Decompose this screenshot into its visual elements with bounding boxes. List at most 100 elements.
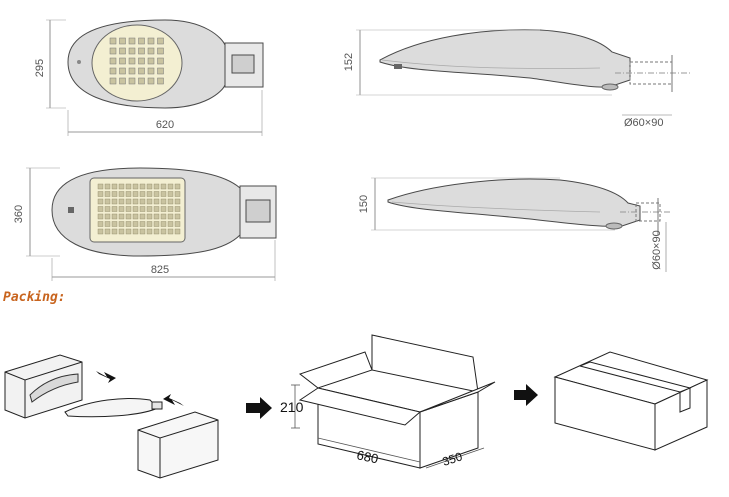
led-chip bbox=[125, 198, 132, 205]
led-chip bbox=[104, 198, 111, 205]
packing-step1 bbox=[4, 354, 219, 479]
packing-step2-open-carton bbox=[298, 334, 496, 469]
led-chip bbox=[132, 198, 139, 205]
led-chip bbox=[174, 183, 181, 190]
box-width-label: 350 bbox=[441, 449, 465, 469]
led-chip bbox=[153, 221, 160, 227]
led-chip bbox=[119, 37, 126, 45]
lamp1-side-height-label: 152 bbox=[343, 53, 355, 71]
led-chip bbox=[97, 191, 104, 197]
led-chip bbox=[153, 198, 160, 205]
lamp2-length-label: 825 bbox=[151, 264, 169, 276]
lamp2-top-view bbox=[51, 167, 277, 257]
led-chip bbox=[132, 221, 139, 227]
led-chip bbox=[153, 191, 160, 197]
led-chip bbox=[125, 183, 132, 190]
led-chip bbox=[111, 228, 118, 235]
led-chip bbox=[153, 228, 160, 235]
led-chip bbox=[109, 47, 117, 55]
led-chip bbox=[146, 228, 153, 235]
lamp2-side-view bbox=[387, 178, 670, 235]
led-chip bbox=[125, 228, 132, 235]
led-chip bbox=[139, 198, 146, 205]
lamp1-top-view bbox=[67, 19, 264, 109]
led-chip bbox=[119, 77, 126, 85]
led-chip bbox=[111, 183, 118, 190]
led-chip bbox=[153, 213, 160, 220]
led-chip bbox=[118, 191, 125, 197]
packing-arrows-step1 bbox=[96, 371, 184, 406]
led-chip bbox=[109, 37, 117, 45]
lamp1-height-label: 295 bbox=[34, 59, 46, 77]
led-chip bbox=[118, 213, 125, 220]
led-chip bbox=[109, 77, 117, 85]
lamp1-dimension-height: 295 bbox=[34, 19, 66, 109]
led-chip bbox=[111, 198, 118, 205]
led-grid-2 bbox=[97, 183, 181, 235]
led-chip bbox=[139, 206, 146, 212]
led-chip bbox=[157, 47, 164, 55]
led-chip bbox=[146, 206, 153, 212]
led-chip bbox=[125, 221, 132, 227]
packing-step3-closed-carton bbox=[553, 351, 709, 451]
led-chip bbox=[119, 47, 126, 55]
led-chip bbox=[125, 206, 132, 212]
led-chip bbox=[128, 47, 136, 55]
led-chip bbox=[174, 228, 181, 235]
lamp2-dimension-height: 360 bbox=[13, 167, 60, 257]
led-chip bbox=[97, 206, 104, 212]
led-chip bbox=[167, 183, 174, 190]
led-chip bbox=[174, 198, 181, 205]
led-chip bbox=[119, 67, 126, 75]
led-chip bbox=[118, 198, 125, 205]
led-chip bbox=[109, 67, 117, 75]
lamp2-dimension-length: 825 bbox=[51, 240, 276, 281]
led-chip bbox=[160, 213, 167, 220]
led-chip bbox=[139, 228, 146, 235]
led-chip bbox=[118, 206, 125, 212]
led-chip bbox=[153, 206, 160, 212]
led-chip bbox=[174, 221, 181, 227]
led-chip bbox=[104, 228, 111, 235]
led-chip bbox=[119, 57, 126, 65]
led-chip bbox=[138, 57, 145, 65]
led-chip bbox=[167, 213, 174, 220]
led-chip bbox=[160, 228, 167, 235]
led-chip bbox=[118, 183, 125, 190]
led-chip bbox=[104, 206, 111, 212]
led-chip bbox=[174, 191, 181, 197]
led-chip bbox=[138, 37, 145, 45]
led-chip bbox=[167, 221, 174, 227]
lamp1-dimension-length: 620 bbox=[67, 90, 263, 136]
lamp1-side-view bbox=[379, 29, 690, 92]
led-chip bbox=[128, 77, 136, 85]
led-chip bbox=[125, 213, 132, 220]
led-chip bbox=[138, 67, 145, 75]
led-chip bbox=[147, 57, 155, 65]
led-chip bbox=[138, 77, 145, 85]
arrow-to-step2-icon bbox=[246, 397, 272, 419]
led-chip bbox=[104, 191, 111, 197]
led-chip bbox=[97, 221, 104, 227]
led-chip bbox=[146, 198, 153, 205]
led-chip bbox=[128, 57, 136, 65]
led-chip bbox=[157, 37, 164, 45]
led-chip bbox=[111, 213, 118, 220]
lamp1-dimension-side-height: 152 bbox=[343, 29, 612, 96]
led-chip bbox=[132, 183, 139, 190]
led-chip bbox=[146, 213, 153, 220]
led-chip bbox=[146, 183, 153, 190]
led-chip bbox=[104, 183, 111, 190]
led-chip bbox=[111, 221, 118, 227]
led-chip bbox=[118, 228, 125, 235]
led-chip bbox=[139, 191, 146, 197]
arrow-to-step3-icon bbox=[514, 384, 538, 406]
lamp2-height-label: 360 bbox=[13, 205, 25, 223]
packing-box-height-dim: 210 bbox=[280, 384, 304, 429]
led-chip bbox=[97, 198, 104, 205]
led-chip bbox=[174, 213, 181, 220]
led-chip bbox=[125, 191, 132, 197]
packing-box-length-dim: 680 bbox=[317, 437, 421, 466]
led-chip bbox=[128, 37, 136, 45]
led-chip bbox=[132, 191, 139, 197]
